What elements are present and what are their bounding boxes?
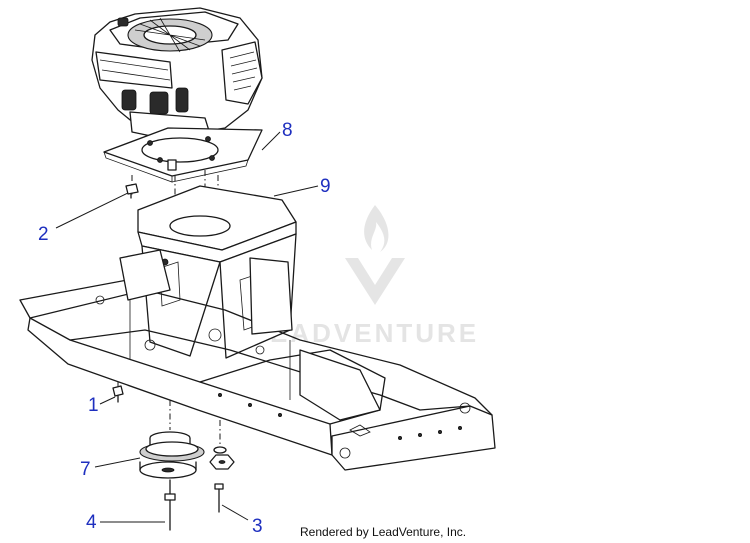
leader-lines bbox=[55, 131, 319, 523]
callout-8: 8 bbox=[282, 120, 293, 141]
tractor-frame bbox=[19, 249, 496, 471]
credit-text: Rendered by LeadVenture, Inc. bbox=[300, 525, 467, 539]
pulley bbox=[139, 431, 205, 495]
bolt-4 bbox=[164, 493, 176, 531]
callout-1: 1 bbox=[88, 395, 99, 416]
flame-logo-icon bbox=[345, 205, 405, 305]
mounting-plate bbox=[103, 127, 263, 183]
bolt-2 bbox=[125, 183, 139, 199]
watermark-text: EADVENTURE bbox=[270, 318, 479, 348]
callout-9: 9 bbox=[320, 176, 331, 197]
callout-7: 7 bbox=[80, 459, 91, 480]
bolt-1 bbox=[112, 385, 124, 403]
bolt-3 bbox=[214, 483, 224, 513]
washer-nut bbox=[209, 446, 235, 470]
callout-2: 2 bbox=[38, 224, 49, 245]
callouts: 8 9 2 1 7 4 3 bbox=[38, 120, 331, 537]
callout-4: 4 bbox=[86, 512, 97, 533]
watermark: EADVENTURE bbox=[270, 205, 479, 348]
callout-3: 3 bbox=[252, 516, 263, 537]
